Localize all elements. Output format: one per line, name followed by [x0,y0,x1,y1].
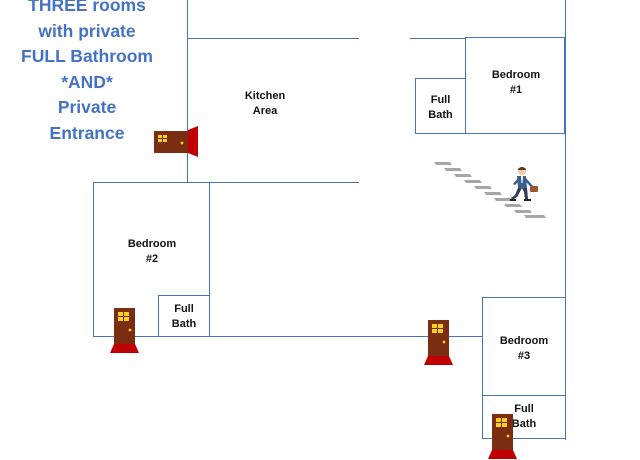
bath-2: Full Bath [158,295,210,337]
bedroom-3-label: Bedroom #3 [499,335,549,362]
headline-line: Entrance [49,122,125,143]
bedroom-1: Bedroom #1 [465,37,565,134]
wall [565,0,566,440]
wall [187,182,359,183]
door-icon [110,308,139,353]
bedroom-1-label: Bedroom #1 [491,69,541,96]
headline-line: THREE rooms [28,0,146,15]
bath-1: Full Bath [415,78,466,134]
door-icon [424,320,453,365]
wall [209,336,483,337]
wall [410,38,466,39]
headline-line: with private [38,20,136,41]
wall [187,38,359,39]
bath-2-label: Full Bath [171,303,197,330]
walking-businessman-icon [510,167,538,201]
door-icon [154,126,198,157]
headline-line: Private [57,97,117,117]
headline-line: FULL Bathroom [21,46,153,66]
bath-3-label: Full Bath [511,403,537,430]
stairs-icon [434,162,546,218]
bedroom-3: Bedroom #3 [482,297,566,396]
headline-line: *AND* [61,71,113,92]
kitchen-area-label: Kitchen Area [244,90,286,117]
headline: THREE rooms with private FULL Bathroom *… [6,0,168,146]
wall [187,0,188,183]
door-icon [488,414,517,459]
bedroom-2-label: Bedroom #2 [127,238,177,265]
bath-1-label: Full Bath [428,94,453,121]
